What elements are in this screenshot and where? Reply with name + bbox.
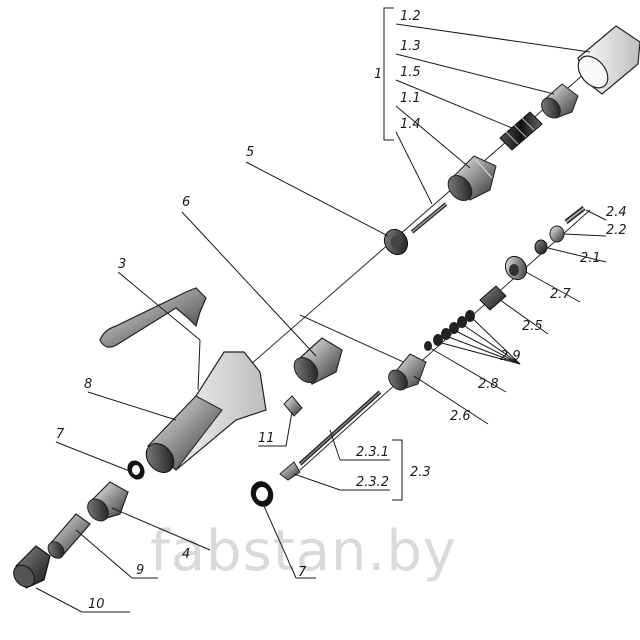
label-1-2: 1.2 [400,9,421,24]
part-1-4-pin [410,202,448,234]
label-2-4: 2.4 [606,205,627,220]
label-2-8: 2.8 [478,377,499,392]
label-1-3: 1.3 [400,39,421,54]
label-2-3-1: 2.3.1 [356,445,389,460]
part-2-8-ring [424,341,432,351]
label-11: 11 [258,431,275,446]
label-6: 6 [182,195,190,210]
part-8-handle-body [145,351,267,473]
leader-lines [35,7,607,613]
part-5-washer [383,228,409,256]
part-2-6-fitting [388,353,427,391]
label-2-3-2: 2.3.2 [356,475,389,490]
label-4: 4 [182,547,190,562]
part-2-3-1-rod [298,390,382,466]
label-2-9: 2.9 [500,349,521,364]
label-2-6: 2.6 [450,409,471,424]
part-10-cap-nut [13,545,51,589]
label-5: 5 [246,145,254,160]
label-1: 1 [374,67,382,82]
label-2-1: 2.1 [580,251,601,266]
label-10: 10 [88,597,105,612]
watermark-text: fabstan.by [150,519,457,584]
part-2-4-screw [564,206,586,224]
part-1-2-sleeve [577,25,640,95]
label-9: 9 [136,563,144,578]
part-1-3-nut [541,83,579,119]
label-3: 3 [118,257,126,272]
part-6-union-nut [293,337,343,385]
label-8: 8 [84,377,92,392]
label-1-4: 1.4 [400,117,421,132]
label-2-3: 2.3 [410,465,431,480]
part-1-1-body [447,155,497,202]
part-9-nipple [47,513,91,559]
part-2-5-sleeve [479,285,507,311]
label-2-2: 2.2 [606,223,627,238]
label-7-right: 7 [298,565,307,580]
part-2-1-ring [534,239,548,255]
label-1-5: 1.5 [400,65,421,80]
label-1-1: 1.1 [400,91,421,106]
part-7-gasket-right [250,481,274,507]
label-2-7: 2.7 [550,287,571,302]
part-1-5-spring [499,111,543,151]
label-7-left: 7 [56,427,65,442]
part-2-7-nut [504,255,528,281]
part-2-3-2-tip [279,461,301,481]
label-2-5: 2.5 [522,319,543,334]
part-2-9-orings [433,310,475,346]
part-11-pin [283,395,303,417]
part-7-gasket-left [127,460,145,480]
part-2-2-cap [549,225,565,243]
part-4-fitting [87,481,129,522]
part-labels: 1 1.2 1.3 1.5 1.1 1.4 2.4 2.2 2.1 2.7 2.… [56,9,627,612]
part-3-lever [99,287,207,348]
